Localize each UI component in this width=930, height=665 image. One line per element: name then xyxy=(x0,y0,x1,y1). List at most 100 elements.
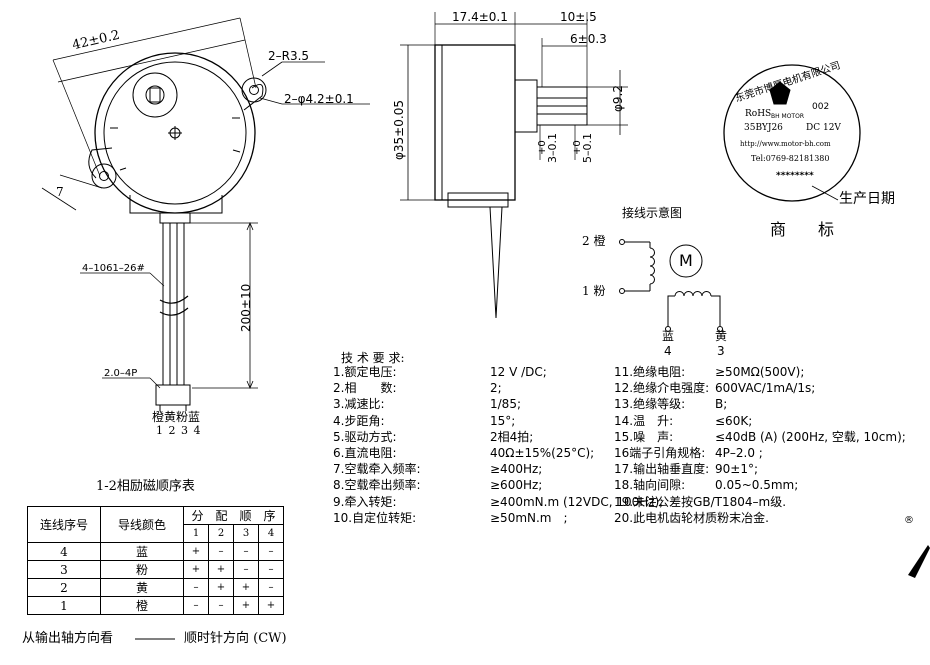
spec-label: 12.绝缘介电强度: xyxy=(614,381,710,396)
spec-value: 40Ω±15%(25°C); xyxy=(490,446,595,460)
header-wire-color: 导线颜色 xyxy=(100,506,184,543)
spec-label: 15.噪 声: xyxy=(614,429,674,444)
row-cell: + xyxy=(233,596,259,615)
row-number: 3 xyxy=(27,560,101,579)
connector-spec: 2.0–4P xyxy=(104,368,138,379)
wire-blue-number: 4 xyxy=(664,344,672,358)
spec-label: 4.步距角: xyxy=(333,413,385,428)
spec-value: ≥50mN.m ; xyxy=(490,510,568,525)
front-view xyxy=(41,17,370,411)
table-row: 1 橙 – – + + xyxy=(27,596,284,615)
dim-5-tol-b: 5–0.1 xyxy=(581,133,594,163)
row-cell: – xyxy=(183,578,209,597)
dim-7: 7 xyxy=(56,185,64,199)
spec-label: 5.驱动方式: xyxy=(333,429,397,444)
pin-numbers: 1 2 3 4 xyxy=(156,424,202,437)
logo-model: 35BYJ26 xyxy=(744,123,783,133)
dim-6: 6±0.3 xyxy=(570,32,607,46)
logo-rohs: RoHS xyxy=(745,109,772,119)
step-header: 4 xyxy=(258,524,284,543)
spec-value: 4P–2.0 ; xyxy=(715,446,763,460)
wire-spec: 4–1061–26# xyxy=(82,263,145,274)
row-cell: + xyxy=(208,578,234,597)
table-row: 2 黄 – + + – xyxy=(27,578,284,597)
row-cell: – xyxy=(233,560,259,579)
row-cell: + xyxy=(233,578,259,597)
spec-label: 20.此电机齿轮材质粉末冶金. xyxy=(614,510,769,525)
spec-label: 1.额定电压: xyxy=(333,365,397,379)
spec-value: ≥50MΩ(500V); xyxy=(715,365,805,379)
side-view xyxy=(400,12,628,319)
wire-blue-label: 蓝 xyxy=(662,329,675,343)
dim-r35: 2–R3.5 xyxy=(268,49,310,63)
wire-yellow-label: 黄 xyxy=(715,329,728,343)
row-color: 蓝 xyxy=(100,542,184,561)
row-color: 粉 xyxy=(100,560,184,579)
row-number: 4 xyxy=(27,542,101,561)
dim-3-tol-b: 3–0.1 xyxy=(546,133,559,163)
dim-hole: 2–φ4.2±0.1 xyxy=(284,92,354,106)
wiring-title: 接线示意图 xyxy=(622,206,683,220)
logo-url: http://www.motor-bh.com xyxy=(740,140,831,148)
spec-label: 16端子引角规格: xyxy=(614,446,706,460)
spec-label: 19.未注公差按GB/T1804–m级. xyxy=(614,494,787,509)
dim-17-4: 17.4±0.1 xyxy=(452,10,508,24)
spec-label: 3.减速比: xyxy=(333,397,385,412)
wire-2-label: 2 橙 xyxy=(582,234,606,248)
spec-value: 2; xyxy=(490,381,502,396)
dim-phi-9-2: φ9.2 xyxy=(611,85,625,112)
sequence-title: 1-2相励磁顺序表 xyxy=(96,479,195,494)
row-cell: – xyxy=(258,542,284,561)
row-number: 1 xyxy=(27,596,101,615)
logo-brand: BH MOTOR xyxy=(771,113,804,120)
spec-label: 6.直流电阻: xyxy=(333,446,397,460)
spec-value: 15°; xyxy=(490,413,516,428)
spec-value: 2相4拍; xyxy=(490,429,534,444)
excitation-sequence-table: 连线序号 导线颜色 分 配 顺 序 1 2 3 4 4 蓝 + – – – 3 … xyxy=(27,506,284,615)
spec-value: 12 V /DC; xyxy=(490,365,547,379)
row-cell: + xyxy=(258,596,284,615)
registered-mark: ® xyxy=(904,515,914,526)
dim-phi-35: φ35±0.05 xyxy=(392,100,406,160)
header-wire-number: 连线序号 xyxy=(27,506,101,543)
spec-value: B; xyxy=(715,397,728,412)
row-color: 橙 xyxy=(100,596,184,615)
row-color: 黄 xyxy=(100,578,184,597)
row-cell: + xyxy=(183,560,209,579)
spec-value: ≤60K; xyxy=(715,413,753,428)
logo-stars: ******** xyxy=(776,171,814,181)
header-sequence: 分 配 顺 序 xyxy=(183,506,284,525)
spec-value: ≥600Hz; xyxy=(490,478,543,493)
row-cell: + xyxy=(183,542,209,561)
spec-label: 17.输出轴垂直度: xyxy=(614,462,710,477)
spec-label: 14.温 升: xyxy=(614,413,674,428)
footer-view-direction: 从输出轴方向看 xyxy=(22,631,114,646)
row-number: 2 xyxy=(27,578,101,597)
wire-colors: 橙黄粉蓝 xyxy=(152,410,201,424)
table-row: 3 粉 + + – – xyxy=(27,560,284,579)
spec-label: 9.牵入转矩: xyxy=(333,494,397,509)
spec-label: 10.自定位转矩: xyxy=(333,510,417,525)
row-cell: + xyxy=(208,560,234,579)
wire-yellow-number: 3 xyxy=(717,344,725,358)
logo-voltage: DC 12V xyxy=(806,123,841,133)
spec-value: 600VAC/1mA/1s; xyxy=(715,381,816,396)
spec-value: 0.05~0.5mm; xyxy=(715,478,799,493)
wiring-diagram xyxy=(619,239,723,332)
spec-label: 8.空载牵出频率: xyxy=(333,478,421,493)
spec-label: 7.空载牵入频率: xyxy=(333,462,421,477)
logo-model-no: 002 xyxy=(812,102,830,112)
specs-title: 技 术 要 求: xyxy=(341,351,405,365)
motor-symbol: M xyxy=(679,251,693,270)
spec-value: ≥400Hz; xyxy=(490,462,543,477)
wire-1-label: 1 粉 xyxy=(582,284,606,298)
spec-value: 90±1°; xyxy=(715,462,759,477)
row-cell: – xyxy=(183,596,209,615)
logo-circle xyxy=(723,64,861,202)
step-header: 3 xyxy=(233,524,259,543)
spec-label: 18.轴向间隙: xyxy=(614,478,686,493)
row-cell: – xyxy=(258,560,284,579)
spec-value: 1/85; xyxy=(490,397,521,412)
footer-rotation-direction: 顺时针方向 (CW) xyxy=(184,631,287,646)
